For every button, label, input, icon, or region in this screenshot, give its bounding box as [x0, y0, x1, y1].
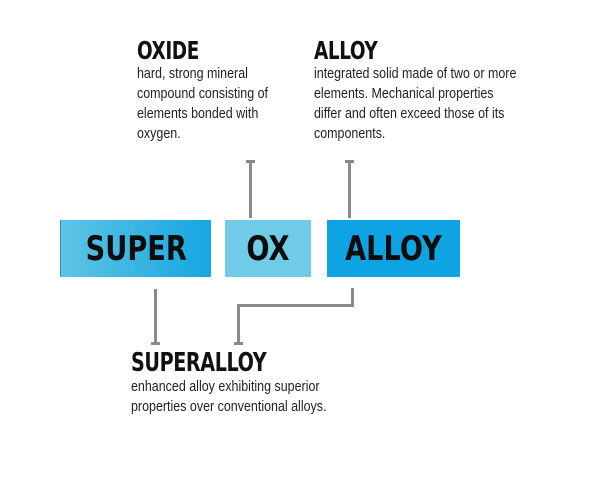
oxide-connector-line [249, 160, 252, 218]
alloy-down-line [351, 288, 354, 306]
alloy-line-1: integrated solid made of two or more [314, 66, 517, 82]
superalloy-line-1: enhanced alloy exhibiting superior [131, 379, 320, 395]
alloy-definition: ALLOY integrated solid made of two or mo… [314, 38, 549, 144]
super-down-line [154, 289, 157, 345]
oxide-line-2: compound consisting of [137, 86, 269, 102]
alloy-line-2: elements. Mechanical properties [314, 86, 494, 102]
super-label: SUPER [85, 228, 187, 269]
super-box: SUPER [60, 220, 211, 277]
alloy-label: ALLOY [345, 228, 442, 269]
alloy-box: ALLOY [327, 220, 460, 277]
oxide-line-1: hard, strong mineral [137, 66, 248, 82]
superalloy-line-2: properties over conventional alloys. [131, 399, 327, 415]
alloy-to-superalloy-line [237, 304, 240, 345]
oxide-definition: OXIDE hard, strong mineral compound cons… [137, 38, 289, 144]
alloy-horizontal-line [237, 304, 354, 307]
ox-label: OX [246, 228, 290, 269]
alloy-line-3: differ and often exceed those of its [314, 106, 505, 122]
superalloy-title: SUPERALLOY [131, 348, 267, 378]
oxide-title: OXIDE [137, 36, 199, 65]
ox-box: OX [225, 220, 311, 277]
alloy-to-superalloy-cap [234, 342, 243, 345]
alloy-title: ALLOY [314, 36, 378, 65]
superalloy-definition: SUPERALLOY enhanced alloy exhibiting sup… [131, 350, 358, 417]
super-down-cap [151, 342, 160, 345]
alloy-connector-line [348, 160, 351, 218]
alloy-line-4: components. [314, 126, 386, 142]
oxide-line-3: elements bonded with [137, 106, 259, 122]
oxide-line-4: oxygen. [137, 126, 181, 142]
